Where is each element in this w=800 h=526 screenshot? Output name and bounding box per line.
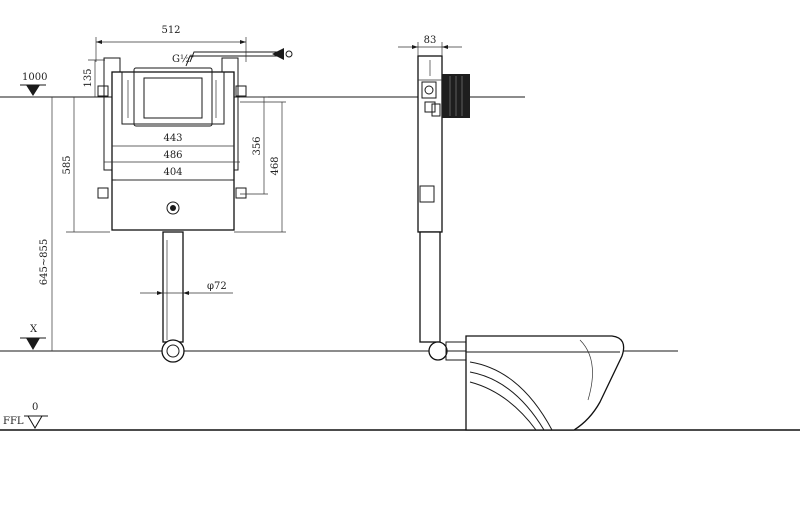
- dim-label-phi72: φ72: [207, 281, 227, 292]
- dimension-585: 585: [62, 97, 110, 233]
- dim-label-486: 486: [163, 150, 182, 161]
- dimension-486: 486: [104, 150, 240, 163]
- dim-label-585: 585: [62, 155, 73, 174]
- dimension-phi72: φ72: [140, 281, 233, 295]
- top-level-marker: 1000: [20, 72, 47, 96]
- dim-label-404: 404: [163, 167, 182, 178]
- ffl-marker: 0 FFL: [3, 402, 48, 429]
- dimension-468: 468: [234, 101, 286, 233]
- dimension-443: 443: [112, 133, 234, 147]
- x-level-marker: X: [20, 324, 46, 350]
- toilet-bowl: [465, 335, 625, 431]
- dim-label-135: 135: [83, 68, 94, 87]
- dimension-356: 356: [240, 96, 268, 195]
- x-level-label: X: [30, 324, 38, 335]
- dim-label-356: 356: [252, 136, 263, 155]
- dimension-83: 83: [398, 35, 462, 56]
- dimension-645-855: 645~855: [39, 97, 53, 351]
- dimension-512: 512: [95, 25, 247, 62]
- dim-label-468: 468: [270, 156, 281, 175]
- dim-label-645-855: 645~855: [39, 239, 50, 286]
- dim-label-512: 512: [161, 25, 180, 36]
- dimension-135: 135: [83, 59, 105, 97]
- dim-label-443: 443: [163, 133, 182, 144]
- dim-label-83: 83: [424, 35, 437, 46]
- dimension-404: 404: [116, 167, 230, 181]
- frame-side-view: [417, 55, 496, 362]
- top-level-label: 1000: [22, 72, 47, 83]
- ffl-value-label: 0: [32, 402, 38, 413]
- inlet-label: G½": [172, 54, 194, 65]
- frame-front-view: [97, 48, 293, 363]
- ffl-label: FFL: [3, 416, 24, 427]
